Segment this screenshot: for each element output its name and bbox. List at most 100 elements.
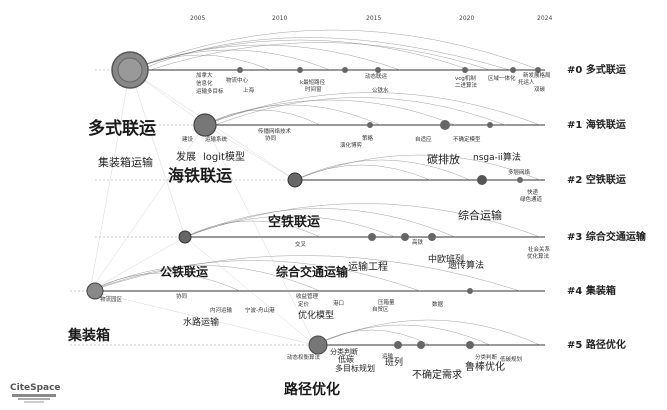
keyword-label: 演化博弈 (340, 141, 363, 149)
keyword-label: vcg机制 (455, 74, 476, 82)
year-label: 2024 (537, 15, 552, 22)
keyword-label: 自适应 (415, 135, 432, 143)
keyword-label: 集装箱 (67, 327, 110, 344)
year-label: 2015 (366, 15, 381, 22)
keyword-label: 多目标规划 (335, 363, 375, 373)
keyword-label: 集装箱运输 (98, 155, 153, 169)
keyword-node (487, 122, 493, 128)
logo-text: CiteSpace (10, 383, 61, 393)
cluster-label: #5 路径优化 (567, 338, 626, 351)
keyword-label: 建设 (182, 135, 194, 143)
keyword-node (342, 67, 348, 73)
keyword-node (368, 233, 376, 241)
keyword-label: nsga-ii算法 (473, 151, 521, 163)
keyword-node (193, 113, 217, 137)
citespace-logo: CiteSpace (10, 383, 61, 403)
keyword-label: 遗传算法 (448, 259, 484, 271)
year-axis: 2005 2010 2015 2020 2024 (190, 15, 552, 22)
keyword-label: 公铁水 (372, 86, 389, 94)
keyword-label: 分类判断 (475, 353, 498, 361)
keyword-labels-small: 加拿大 信息化 运输多目标 物流中心 上海 k最短路径 时间窗 动态联运 公铁水… (100, 71, 551, 363)
year-label: 2005 (190, 15, 205, 22)
keyword-label: 公铁联运 (160, 264, 208, 279)
keyword-label: 优化模型 (298, 309, 334, 321)
keyword-label: 物流中心 (226, 76, 249, 84)
keyword-label: 海铁联运 (168, 166, 232, 185)
keyword-label: 收益管理 (296, 292, 319, 300)
keyword-label: 运输工程 (348, 260, 388, 273)
keyword-label: 内河运输 (210, 306, 233, 314)
keyword-node (308, 335, 328, 355)
cluster-label: #2 空铁联运 (567, 173, 626, 186)
cluster-label: #4 集装箱 (567, 284, 616, 297)
keyword-label: 动态联运 (365, 72, 388, 80)
keyword-label: k最短路径 (300, 78, 326, 86)
keyword-label: 策略 (362, 134, 374, 142)
keyword-node (417, 341, 425, 349)
keyword-label: 碳排放 (427, 152, 460, 166)
keyword-label: 上海 (243, 86, 255, 94)
keyword-label: 高铁 (412, 238, 424, 246)
cluster-label: #1 海铁联运 (567, 118, 626, 131)
keyword-label: 综合交通运输 (276, 264, 349, 279)
keyword-label: 运输多目标 (196, 87, 224, 95)
keyword-label: 鲁棒优化 (465, 360, 505, 373)
keyword-label: 综合运输 (458, 208, 502, 222)
year-label: 2010 (272, 15, 287, 22)
keyword-node (394, 341, 402, 349)
keyword-label: 港口 (333, 299, 344, 307)
cluster-labels: #0 多式联运 #1 海铁联运 #2 空铁联运 #3 综合交通运输 #4 集装箱… (567, 63, 647, 351)
keyword-node (428, 233, 436, 241)
keyword-label: 社会关系 (528, 245, 551, 253)
keyword-node (297, 67, 303, 73)
keyword-label: 新发展格局 (523, 71, 551, 79)
keyword-label: 协同 (176, 292, 188, 300)
keyword-label: 双碳 (534, 85, 546, 93)
keyword-label: 低碳 (338, 354, 354, 364)
keyword-label: 物流园区 (100, 295, 123, 303)
keyword-node (466, 341, 474, 349)
year-label: 2020 (459, 15, 474, 22)
cluster-label: #0 多式联运 (567, 63, 626, 76)
keyword-label: 信息化 (196, 79, 213, 87)
keyword-label: 动态权衡算法 (287, 353, 321, 361)
keyword-nodes (86, 51, 541, 355)
keyword-node (477, 175, 487, 185)
keyword-label: 发展 (176, 150, 196, 163)
logo-bar (12, 394, 56, 397)
keyword-label: 不确定需求 (412, 368, 462, 381)
keyword-node (401, 233, 409, 241)
keyword-node (367, 122, 373, 128)
keyword-label: 交叉 (295, 240, 307, 248)
keyword-label: 多层网络 (508, 168, 531, 176)
keyword-label: 数据 (432, 300, 444, 308)
keyword-label: 中欧班列 (428, 253, 464, 265)
keyword-node (510, 67, 516, 73)
keyword-node (375, 67, 381, 73)
keyword-node (86, 282, 104, 300)
keyword-node (237, 67, 243, 73)
keyword-labels-large: 多式联运 海铁联运 集装箱运输 发展 logit模型 碳排放 nsga-ii算法… (67, 118, 521, 398)
keyword-label: 托运人 (518, 78, 535, 86)
keyword-label: 路径优化 (284, 381, 340, 398)
keyword-label: 不确定模型 (453, 135, 481, 143)
inter-cluster-links (89, 69, 316, 346)
keyword-label: 快递 (527, 188, 539, 196)
keyword-label: 班列 (385, 356, 403, 368)
keyword-label: 多式联运 (88, 118, 156, 139)
keyword-label: 水路运输 (183, 316, 219, 328)
keyword-label: 运输系统 (205, 135, 228, 143)
keyword-node (287, 172, 303, 188)
keyword-node (467, 288, 473, 294)
keyword-label: 空铁联运 (268, 214, 320, 230)
keyword-label: 绿色通道 (520, 195, 543, 203)
keyword-label: 加拿大 (196, 71, 213, 79)
keyword-node (535, 67, 541, 73)
keyword-node (462, 67, 468, 73)
keyword-node (517, 177, 523, 183)
citation-arcs (89, 29, 541, 346)
keyword-label: 协同 (265, 134, 277, 142)
keyword-label: 宁波-舟山港 (245, 306, 275, 314)
cluster-label: #3 综合交通运输 (567, 230, 647, 243)
